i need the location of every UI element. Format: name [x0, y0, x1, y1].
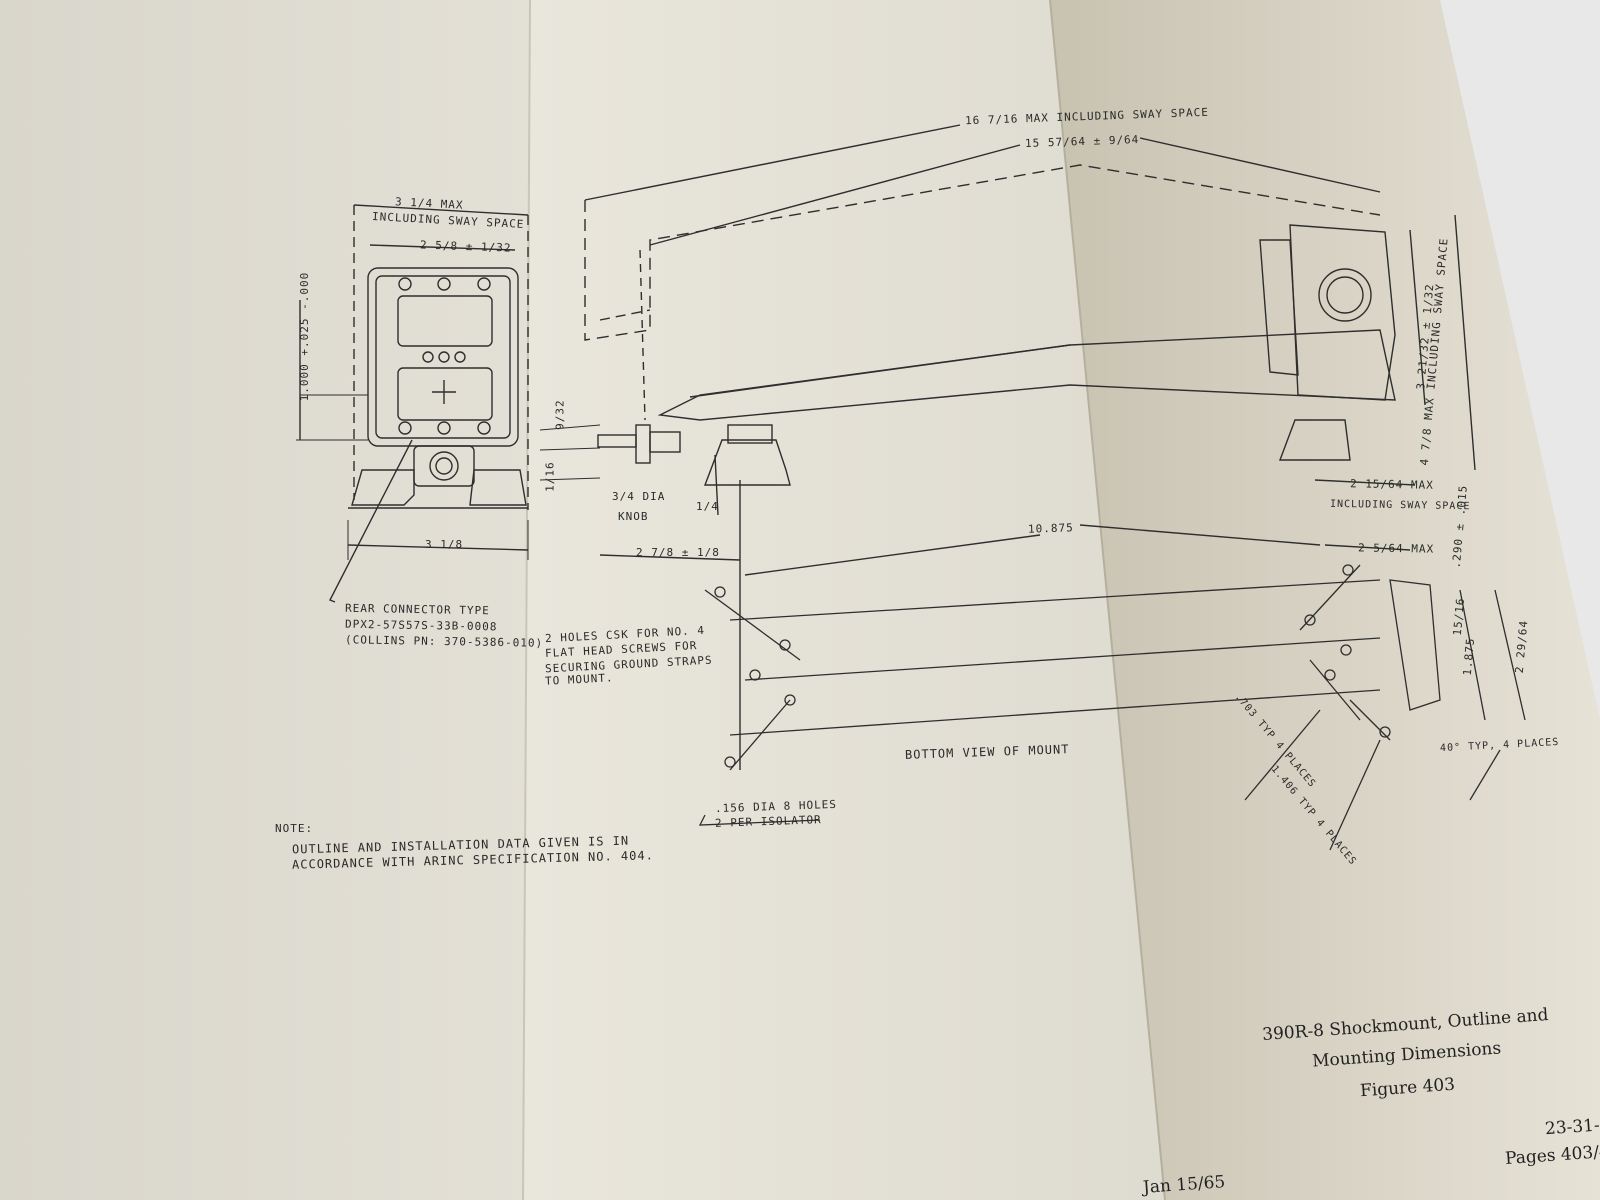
doc-number: 23-31-0 — [1544, 1114, 1600, 1140]
base-width-label: 3 1/8 — [425, 538, 464, 551]
knob-height-label: 1/16 — [543, 461, 557, 492]
side-max-label: 2 5/64 MAX — [1357, 541, 1435, 556]
quarter-label: 1/4 — [696, 500, 719, 513]
note-heading: NOTE: — [275, 822, 314, 835]
rear-connector-line2: DPX2-57S57S-33B-0008 — [344, 617, 498, 634]
knob-label: KNOB — [618, 510, 649, 523]
rear-connector-line1: REAR CONNECTOR TYPE — [344, 601, 490, 618]
side-sway-label: 2 15/64 MAX — [1349, 477, 1434, 492]
front-view-drawing — [296, 204, 529, 603]
side-view-drawing — [539, 124, 1476, 770]
side-sway-note: INCLUDING SWAY SPACE — [1329, 498, 1471, 513]
bottom-view-drawing — [698, 564, 1526, 851]
overhang-label: 2 7/8 ± 1/8 — [636, 546, 720, 559]
mount-length-label: 10.875 — [1027, 521, 1074, 536]
knob-dia-label: 3/4 DIA — [612, 490, 666, 503]
knob-offset-label: 9/32 — [553, 399, 567, 430]
height-tolerance-label: 1.000 +.025 -.000 — [298, 271, 312, 402]
